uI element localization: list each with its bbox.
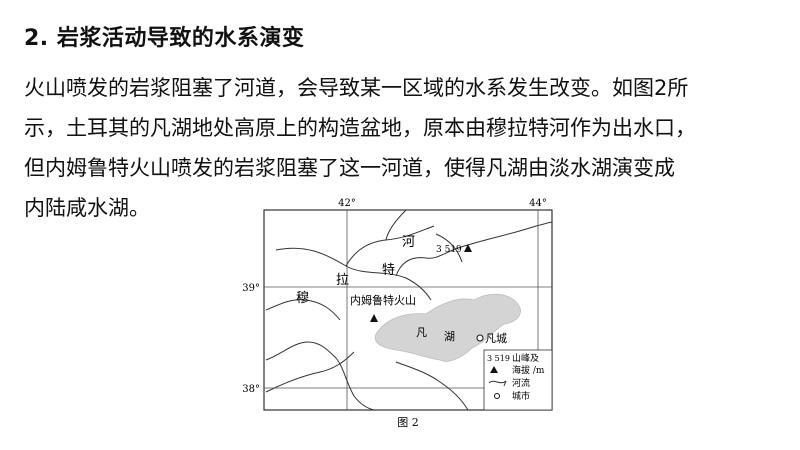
river-branch [265, 299, 341, 321]
volcano-label: 内姆鲁特火山 [350, 293, 416, 307]
lat-label: 39° [242, 283, 260, 294]
paragraph-line: 内陆咸水湖。 [24, 196, 150, 220]
legend-peak-value: 3 519 [487, 354, 510, 363]
paragraph-line: 但内姆鲁特火山喷发的岩浆阻塞了这一河道，使得凡湖由淡水湖演变成 [24, 156, 675, 180]
river-branch [395, 247, 459, 277]
city-label: 凡城 [485, 332, 507, 345]
legend-peak-text: 海拔 /m [512, 364, 545, 376]
river-branch [345, 225, 435, 267]
river-name-char: 河 [402, 235, 415, 250]
lat-label: 38° [242, 384, 260, 395]
peak-elevation: 3 519 [436, 245, 462, 255]
river-name-char: 穆 [296, 291, 309, 306]
city-circle-icon [476, 334, 484, 342]
legend-city-icon [494, 393, 500, 399]
legend-box [483, 349, 553, 411]
legend-river-icon [488, 380, 507, 387]
lake-van-map: 42° 44° 39° 38° 河 特 拉 穆 3 519 内姆鲁特火山 [242, 198, 553, 429]
body-paragraph: 火山喷发的岩浆阻塞了河道，会导致某一区域的水系发生改变。如图2所 示，土耳其的凡… [24, 68, 784, 228]
section-heading: 2. 岩浆活动导致的水系演变 [24, 26, 305, 51]
legend-city-text: 城市 [512, 390, 530, 402]
rivers [265, 209, 553, 411]
figure-map: 42° 44° 39° 38° 河 特 拉 穆 3 519 内姆鲁特火山 [236, 192, 566, 446]
river-branch [265, 351, 355, 393]
figure-caption: 图 2 [397, 416, 419, 429]
river-branch [395, 361, 469, 411]
lake-van-shape [374, 293, 521, 362]
river-name-char: 拉 [336, 273, 349, 288]
river-name-char: 特 [382, 263, 395, 278]
paragraph-line: 示，土耳其的凡湖地处高原上的构造盆地，原本由穆拉特河作为出水口， [24, 116, 696, 140]
river-branch [457, 221, 553, 249]
lake-label: 湖 [444, 330, 455, 343]
lake-label: 凡 [416, 326, 427, 339]
map-legend: 3 519 山峰及 海拔 /m 河流 城市 [483, 349, 553, 411]
river-branch [385, 209, 407, 241]
paragraph-line: 火山喷发的岩浆阻塞了河道，会导致某一区域的水系发生改变。如图2所 [24, 76, 689, 100]
legend-peak-icon [490, 366, 498, 373]
legend-river-text: 河流 [512, 377, 530, 389]
river-branch [335, 357, 375, 411]
volcano-triangle-icon [370, 314, 378, 322]
lon-label: 44° [529, 198, 547, 209]
river-branch [435, 233, 463, 263]
map-frame [263, 209, 553, 411]
river-branch [265, 341, 337, 361]
lon-label: 42° [338, 198, 356, 209]
river-murat [275, 247, 432, 301]
legend-peak-text: 山峰及 [512, 353, 539, 364]
peak-triangle-icon [464, 244, 472, 252]
